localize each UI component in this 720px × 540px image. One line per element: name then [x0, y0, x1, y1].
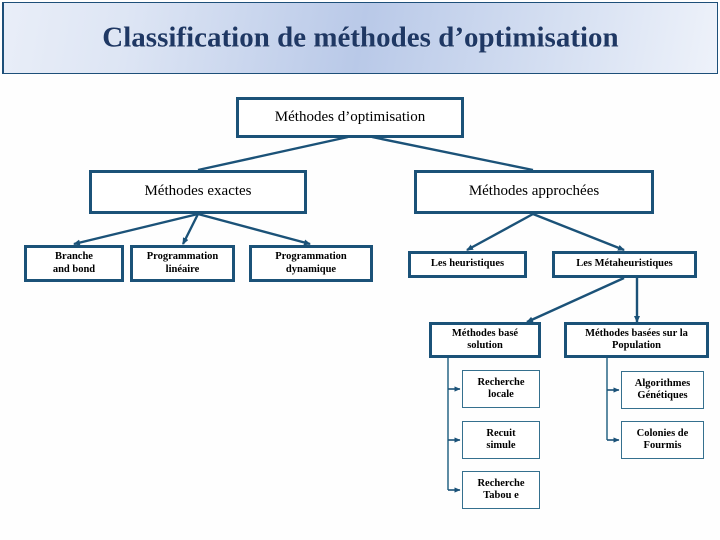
node-programmation-dynamique[interactable]: Programmation dynamique [249, 245, 373, 282]
node-label: Branche and bond [50, 251, 98, 275]
connector-population-based-trunk [606, 358, 620, 443]
node-label-line2: Génétiques [637, 390, 688, 401]
node-programmation-lineaire[interactable]: Programmation linéaire [130, 245, 235, 282]
node-recherche-locale[interactable]: Recherche locale [462, 370, 540, 408]
node-label-line1: Branche [55, 251, 93, 263]
node-methodes-base-solution[interactable]: Méthodes basé solution [429, 322, 541, 358]
connector-exactes-to-children [73, 212, 311, 246]
node-methodes-optimisation[interactable]: Méthodes d’optimisation [236, 97, 464, 138]
node-label-line2: and bond [52, 263, 96, 275]
node-les-metaheuristiques[interactable]: Les Métaheuristiques [552, 251, 697, 278]
node-label-line2: linéaire [165, 263, 200, 275]
node-label-line1: Colonies de [636, 427, 689, 439]
node-label-line2: locale [488, 389, 514, 400]
node-label-line2: dynamique [285, 263, 337, 275]
node-label: Méthodes d’optimisation [274, 108, 426, 125]
node-label: Les Métaheuristiques [576, 258, 673, 270]
node-label-line1: Algorithmes [634, 377, 691, 389]
node-label: Méthodes basées sur la Population [582, 328, 691, 352]
node-label-line1: Programmation [146, 251, 219, 263]
node-label: Recuit simule [483, 428, 518, 452]
node-label-line1: Recherche [477, 477, 525, 489]
connector-solution-based-trunk [447, 358, 461, 493]
connector-meta-to-children [526, 276, 640, 324]
node-label-line2: Tabou e [483, 490, 519, 501]
node-label-line2: Population [611, 340, 661, 351]
node-label: Méthodes exactes [144, 183, 252, 200]
node-label: Algorithmes Génétiques [632, 378, 693, 402]
node-label-line2: solution [467, 340, 503, 351]
node-label: Programmation linéaire [144, 251, 222, 275]
node-methodes-basees-population[interactable]: Méthodes basées sur la Population [564, 322, 709, 358]
node-les-heuristiques[interactable]: Les heuristiques [408, 251, 527, 278]
node-recherche-tabou[interactable]: Recherche Tabou e [462, 471, 540, 509]
node-recuit-simule[interactable]: Recuit simule [462, 421, 540, 459]
node-label: Recherche locale [474, 377, 527, 401]
node-label: Recherche Tabou e [474, 478, 527, 502]
node-label-line2: simule [486, 440, 516, 451]
node-label: Méthodes basé solution [449, 328, 521, 352]
node-methodes-exactes[interactable]: Méthodes exactes [89, 170, 307, 214]
node-label-line1: Recuit [486, 427, 516, 439]
node-label-line1: Programmation [275, 251, 347, 263]
connector-root-to-level2 [197, 135, 534, 172]
node-label: Programmation dynamique [272, 251, 350, 275]
node-label: Méthodes approchées [468, 183, 600, 200]
node-label-line1: Méthodes basées sur la [585, 327, 688, 339]
node-label-line2: Fourmis [643, 440, 682, 451]
node-algorithmes-genetiques[interactable]: Algorithmes Génétiques [621, 371, 704, 409]
node-branche-and-bond[interactable]: Branche and bond [24, 245, 124, 282]
node-label-line1: Recherche [477, 376, 525, 388]
node-colonies-de-fourmis[interactable]: Colonies de Fourmis [621, 421, 704, 459]
node-label-line1: Méthodes basé [451, 327, 519, 339]
title-banner: Classification de méthodes d’optimisatio… [2, 2, 718, 74]
page-title: Classification de méthodes d’optimisatio… [102, 21, 619, 54]
node-label: Colonies de Fourmis [634, 428, 692, 452]
connector-approchees-to-children [466, 212, 625, 252]
node-methodes-approchees[interactable]: Méthodes approchées [414, 170, 654, 214]
node-label: Les heuristiques [430, 258, 505, 270]
